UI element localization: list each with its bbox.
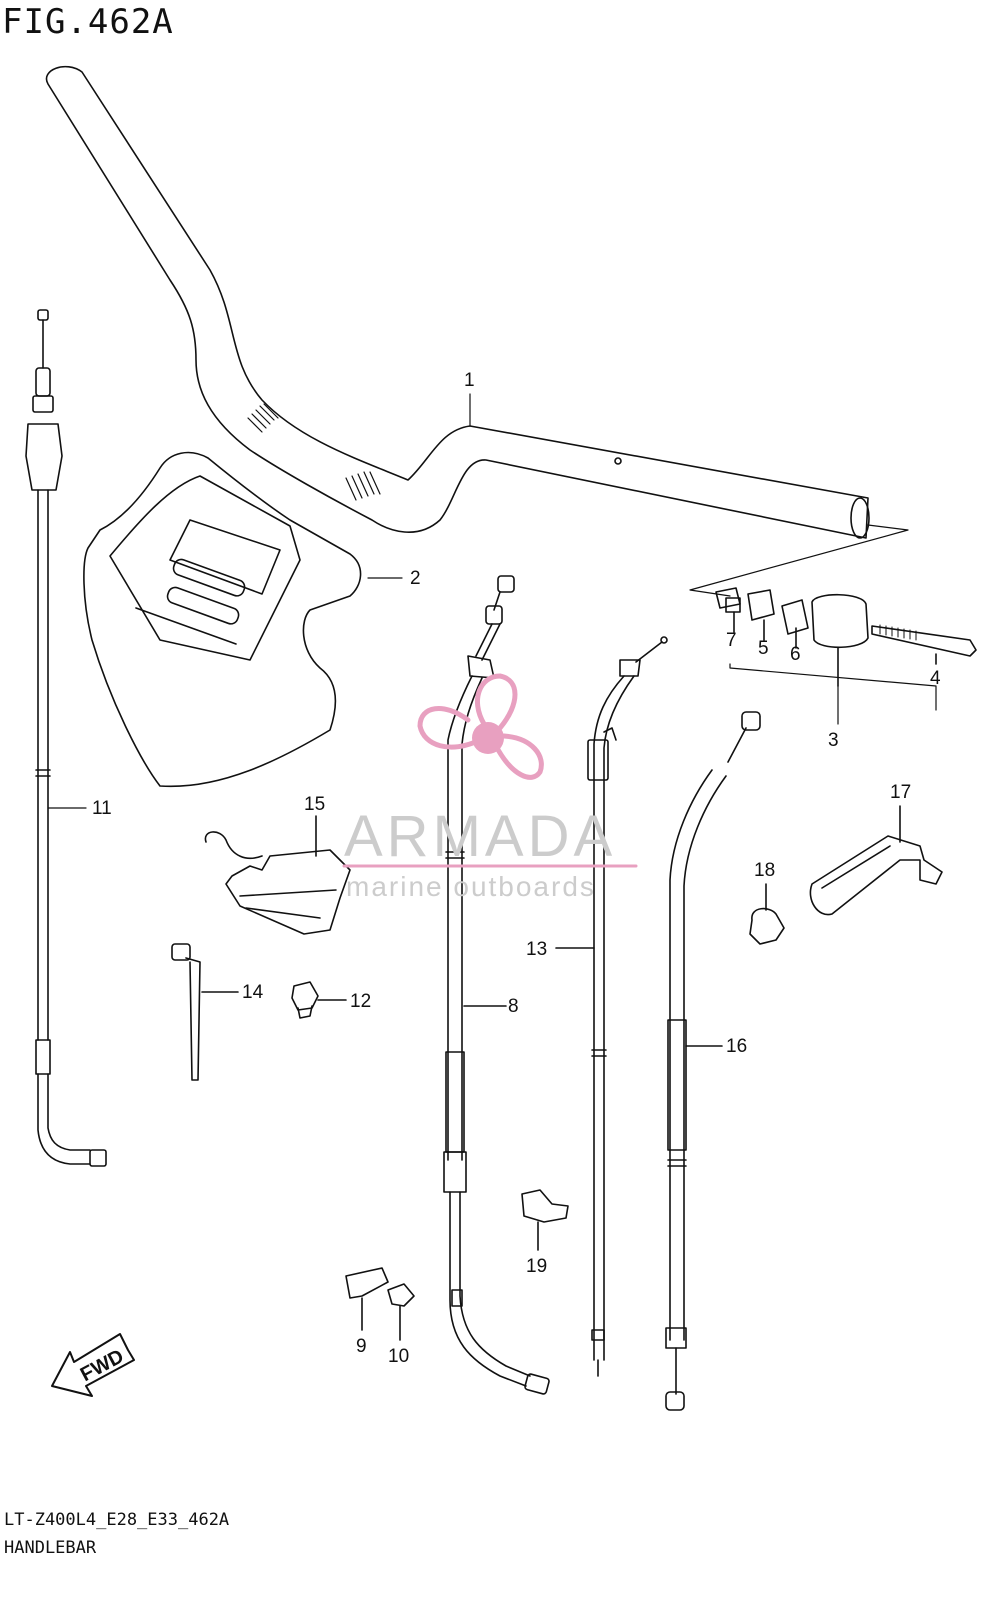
- watermark-tagline: marine outboards: [346, 871, 596, 902]
- callout-10: 10: [388, 1346, 409, 1367]
- cable-11: [25, 309, 107, 1167]
- callout-labels: 1 2 3 4 5 6 7 8 9 10 11 12 13 14 15 16 1…: [92, 370, 941, 1367]
- fwd-arrow: FWD: [51, 1333, 135, 1397]
- callout-13: 13: [526, 939, 547, 960]
- watermark-brand: ARMADA: [344, 804, 616, 869]
- leader-lines: [47, 393, 471, 809]
- handlebar-cover: [83, 451, 362, 788]
- callout-16: 16: [726, 1036, 747, 1057]
- clip-12: [291, 981, 347, 1019]
- handlebar: [45, 66, 909, 597]
- callout-14: 14: [242, 982, 264, 1003]
- callout-1: 1: [464, 370, 475, 391]
- bracket-9: [345, 1267, 389, 1331]
- bracket-15: [204, 815, 351, 935]
- figure-name: HANDLEBAR: [4, 1538, 97, 1558]
- callout-5: 5: [758, 638, 769, 659]
- cable-16: [665, 711, 761, 1411]
- figure-title: FIG.462A: [2, 2, 174, 42]
- callout-12: 12: [350, 991, 371, 1012]
- callout-9: 9: [356, 1336, 367, 1357]
- holder-17: [809, 805, 943, 916]
- callout-19: 19: [526, 1256, 547, 1277]
- watermark-propeller-icon: [417, 673, 544, 780]
- bar-end-parts: [715, 587, 977, 725]
- callout-11: 11: [92, 798, 112, 819]
- callout-17: 17: [890, 782, 911, 803]
- callout-15: 15: [304, 794, 325, 815]
- clamp-18: [749, 883, 785, 945]
- cable-tie-14: [171, 943, 239, 1081]
- callout-6: 6: [790, 644, 801, 665]
- callout-2: 2: [410, 568, 421, 589]
- clamp-19: [521, 1189, 569, 1251]
- callout-18: 18: [754, 860, 775, 881]
- watermark-hub: [472, 722, 504, 754]
- callout-8: 8: [508, 996, 519, 1017]
- figure-code: LT-Z400L4_E28_E33_462A: [4, 1510, 230, 1530]
- watermark: ARMADA marine outboards: [342, 673, 638, 902]
- callout-7: 7: [726, 630, 737, 651]
- bolt-10: [387, 1283, 415, 1341]
- callout-4: 4: [930, 668, 941, 689]
- cable-13: [555, 636, 668, 1377]
- callout-3: 3: [828, 730, 839, 751]
